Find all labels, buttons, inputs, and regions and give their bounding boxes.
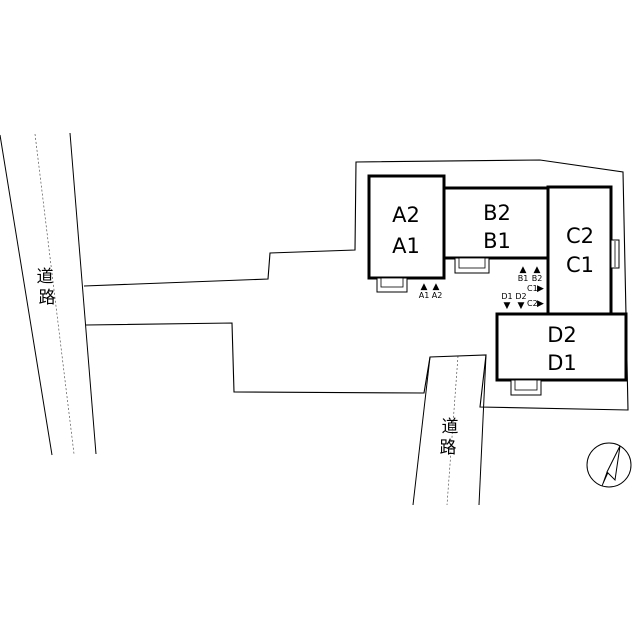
entrance-a1-arrow: ▲ — [421, 282, 428, 292]
road-left-edge-east — [69, 132, 97, 455]
building-d-outline — [495, 312, 628, 382]
entrance-c1-arrow: ▶ — [537, 284, 544, 294]
building-a-step — [376, 277, 408, 293]
building-b-step — [454, 257, 490, 274]
road-bottom — [412, 354, 487, 506]
road-left-edge-west — [0, 134, 53, 456]
road-left-label-char-1: 道 — [37, 267, 54, 287]
building-d-step — [510, 379, 542, 396]
building-d: D2 D1 — [495, 312, 628, 382]
road-bottom-edge-east — [478, 354, 487, 506]
entrance-c1-label: C1 — [527, 284, 538, 293]
entrance-d1-arrow: ▼ — [504, 301, 511, 311]
building-c-outline — [546, 185, 613, 316]
entrance-c2-arrow: ▶ — [537, 299, 544, 309]
building-d-upper-label: D2 — [547, 323, 577, 347]
road-left — [0, 132, 97, 456]
entrance-b1-label: B1 — [518, 274, 529, 283]
entrance-d2-label: D2 — [515, 292, 526, 301]
entrance-a2-arrow: ▲ — [433, 282, 440, 292]
entrance-b2-label: B2 — [532, 274, 543, 283]
entrance-b1-arrow: ▲ — [520, 265, 527, 275]
building-c-upper-label: C2 — [566, 224, 594, 248]
building-b-upper-label: B2 — [483, 201, 511, 225]
road-left-centerline — [34, 133, 75, 455]
entrance-a2-label: A2 — [432, 291, 443, 300]
entrance-a1-label: A1 — [419, 291, 430, 300]
building-d-lower-label: D1 — [547, 351, 577, 375]
entrance-markers: ▲ ▲ A1 A2 ▲ ▲ B1 B2 C1 ▶ D1 D2 ▼ ▼ C2 ▶ — [419, 265, 544, 311]
building-a-step-inner — [380, 277, 404, 288]
building-a: A2 A1 — [367, 174, 446, 280]
site-boundary — [83, 159, 629, 411]
building-a-upper-label: A2 — [392, 203, 420, 227]
entrance-d1-label: D1 — [501, 292, 512, 301]
building-b-step-inner — [458, 257, 486, 269]
building-a-lower-label: A1 — [392, 234, 420, 258]
north-arrow-icon — [586, 442, 632, 488]
road-bottom-centerline — [446, 355, 459, 506]
road-bottom-label-char-2: 路 — [440, 438, 457, 458]
entrance-c2-label: C2 — [527, 299, 538, 308]
building-b: B2 B1 — [442, 186, 550, 260]
road-bottom-label-char-1: 道 — [442, 417, 459, 437]
entrance-d2-arrow: ▼ — [518, 301, 525, 311]
entrance-b2-arrow: ▲ — [534, 265, 541, 275]
building-d-step-inner — [514, 379, 538, 391]
building-c-lower-label: C1 — [566, 253, 594, 277]
building-c: C2 C1 — [546, 185, 620, 316]
road-bottom-edge-west — [412, 356, 431, 506]
building-b-lower-label: B1 — [483, 229, 511, 253]
building-a-outline — [367, 174, 446, 280]
road-left-label-char-2: 路 — [39, 288, 56, 308]
